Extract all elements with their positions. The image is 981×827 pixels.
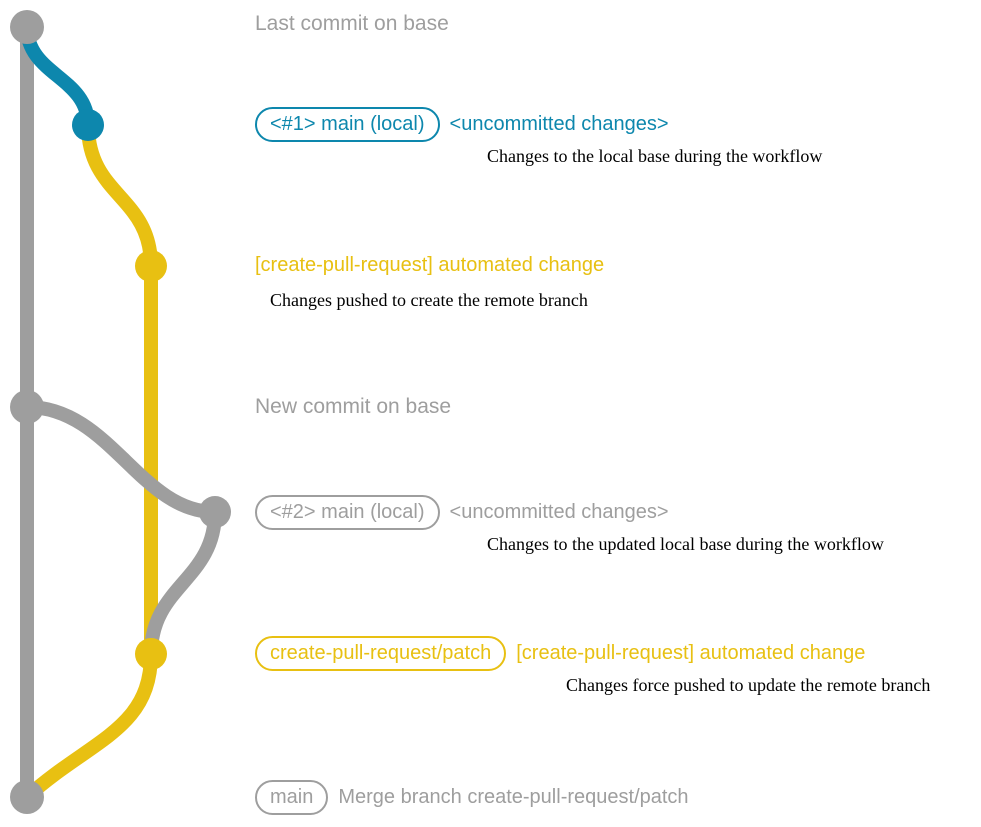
commit-row-automated-change-2: create-pull-request/patch [create-pull-r…	[255, 636, 865, 671]
node-remote-automated-change-2[interactable]	[135, 638, 167, 670]
node-local-main-1[interactable]	[72, 109, 104, 141]
node-base-last-commit[interactable]	[10, 10, 44, 44]
edge-base-to-local-main-1	[20, 20, 95, 132]
ref-badge-create-pull-request-patch[interactable]: create-pull-request/patch	[255, 636, 507, 671]
heading-new-commit-on-base: New commit on base	[255, 395, 452, 418]
commit-subject-local-main-2: <uncommitted changes>	[449, 501, 669, 523]
edge-remote-patch-to-merge	[20, 647, 158, 804]
commit-row-local-main-2: <#2> main (local) <uncommitted changes>	[255, 495, 669, 530]
edge-local-main-2-to-remote-patch	[144, 505, 222, 661]
commit-row-local-main-1: <#1> main (local) <uncommitted changes>	[255, 107, 669, 142]
commit-row-automated-change-1: [create-pull-request] automated change	[255, 254, 604, 276]
ref-badge-local-main-2[interactable]: <#2> main (local)	[255, 495, 440, 530]
edge-local-main-1-to-remote-1	[81, 118, 158, 273]
commit-subject-local-main-1: <uncommitted changes>	[449, 113, 669, 135]
ref-badge-main[interactable]: main	[255, 780, 329, 815]
commit-subject-automated-change-1: [create-pull-request] automated change	[255, 254, 605, 276]
heading-last-commit-on-base: Last commit on base	[255, 12, 449, 35]
commit-description-automated-change-2: Changes force pushed to update the remot…	[566, 675, 931, 695]
node-base-new-commit[interactable]	[10, 390, 44, 424]
commit-description-automated-change-1: Changes pushed to create the remote bran…	[270, 290, 588, 310]
node-local-main-2[interactable]	[199, 496, 231, 528]
commit-row-merge-branch: main Merge branch create-pull-request/pa…	[255, 780, 689, 815]
commit-subject-automated-change-2: [create-pull-request] automated change	[516, 642, 866, 664]
ref-badge-local-main-1[interactable]: <#1> main (local)	[255, 107, 440, 142]
edge-base-new-commit-to-local-main-2	[20, 400, 222, 519]
node-remote-automated-change-1[interactable]	[135, 250, 167, 282]
commit-description-local-main-2: Changes to the updated local base during…	[487, 534, 884, 554]
node-base-merge[interactable]	[10, 780, 44, 814]
commit-subject-merge-branch: Merge branch create-pull-request/patch	[338, 786, 689, 808]
commit-description-local-main-1: Changes to the local base during the wor…	[487, 146, 823, 166]
